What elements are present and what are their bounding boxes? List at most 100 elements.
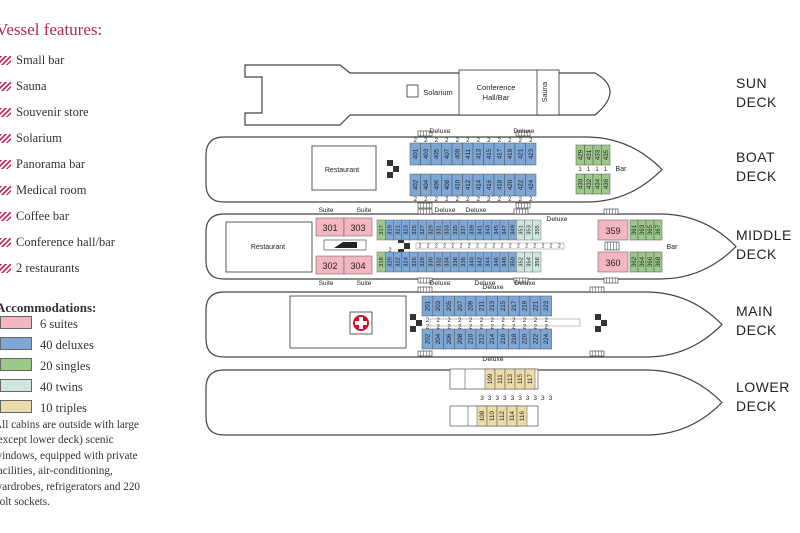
berth-count: 2 <box>435 244 438 250</box>
cabin-number: 219 <box>522 300 529 311</box>
medical-cross-icon <box>349 311 373 335</box>
bar-label: Bar <box>616 166 628 173</box>
berth-count: 2 <box>445 197 449 203</box>
berth-count: 2 <box>525 244 528 250</box>
deluxe-label: Deluxe <box>474 280 495 287</box>
berth-count: 2 <box>501 244 504 250</box>
berth-count: 1 <box>578 167 582 173</box>
cabin-number: 217 <box>511 300 518 311</box>
berth-count: 2 <box>469 325 473 331</box>
cabin-number: 318 <box>379 257 385 267</box>
berth-count: 2 <box>487 138 491 144</box>
hall-bar-label: Hall/Bar <box>483 93 510 102</box>
cabin-number: 114 <box>509 411 516 421</box>
hatch-icon <box>0 212 11 221</box>
cabin-number: 431 <box>586 149 593 160</box>
berth-count: 2 <box>458 325 462 331</box>
berth-count: 2 <box>534 325 538 331</box>
cross-h <box>355 321 367 325</box>
restaurant-label: Restaurant <box>251 244 285 251</box>
berth-count: 2 <box>545 318 549 324</box>
stairs-frame <box>589 350 605 357</box>
deluxe-label: Deluxe <box>482 284 503 291</box>
cabin-number: 402 <box>412 179 419 190</box>
cabin-number: 208 <box>457 333 464 344</box>
cabin-number: 414 <box>475 179 482 190</box>
stairs-icon <box>589 350 605 357</box>
berth-count: 1 <box>604 167 608 173</box>
features-title: Vessel features: <box>0 20 103 39</box>
feature-item: Sauna <box>0 78 47 94</box>
berth-count: 2 <box>468 244 471 250</box>
berth-count: 2 <box>414 197 418 203</box>
stairs-icon <box>417 350 433 357</box>
feature-item: Souvenir store <box>0 104 89 120</box>
cabin-number: 215 <box>500 300 507 311</box>
berth-count: 3 <box>488 395 492 402</box>
hatch-icon <box>0 160 11 169</box>
hatch-icon <box>0 56 11 65</box>
deluxe-label: Deluxe <box>429 128 450 135</box>
cabin-number: 221 <box>532 300 539 311</box>
berth-count: 2 <box>414 138 418 144</box>
cabin-number: 203 <box>435 300 442 311</box>
stairs-frame <box>513 277 529 284</box>
cabin-number: 342 <box>478 257 484 267</box>
berth-count: 3 <box>480 395 484 402</box>
cabin-number: 115 <box>517 374 524 384</box>
suite-cabin <box>597 251 629 273</box>
cabin-number: 317 <box>379 225 385 235</box>
cabin-number: 347 <box>502 225 508 235</box>
berth-count: 2 <box>466 197 470 203</box>
cabin-number: 337 <box>461 225 467 235</box>
stairs-icon <box>417 130 433 137</box>
berth-count: 2 <box>424 138 428 144</box>
color-swatch <box>0 316 32 329</box>
deluxe-label: Deluxe <box>434 207 455 214</box>
cabin-number: 338 <box>461 257 467 267</box>
accommodation-label: 40 twins <box>40 380 83 394</box>
stairs-frame <box>417 208 433 215</box>
berth-count: 2 <box>477 197 481 203</box>
berth-count: 1 <box>595 167 599 173</box>
lift-block <box>387 172 393 178</box>
berth-count: 2 <box>533 244 536 250</box>
lower-deck-hull <box>205 369 723 436</box>
cabin-number: 333 <box>445 225 451 235</box>
single-cabin <box>601 144 611 166</box>
stairs-icon <box>417 208 433 215</box>
berth-count: 2 <box>388 248 392 254</box>
bar-label: Bar <box>667 244 679 251</box>
berth-count: 2 <box>501 325 505 331</box>
feature-label: Coffee bar <box>16 209 69 223</box>
cabin-number: 408 <box>444 179 451 190</box>
berth-count: 2 <box>492 244 495 250</box>
stairs-icon <box>513 208 529 215</box>
berth-count: 2 <box>519 138 523 144</box>
suite-label: Suite <box>357 207 372 214</box>
elevator-icon <box>387 160 399 178</box>
feature-label: Medical room <box>16 183 87 197</box>
lift-block <box>387 160 393 166</box>
suite-cabin <box>343 255 373 275</box>
cabin-number: 359 <box>605 226 620 236</box>
berth-count: 2 <box>542 244 545 250</box>
berth-count: 3 <box>503 395 507 402</box>
berth-count: 2 <box>484 244 487 250</box>
berth-count: 2 <box>509 244 512 250</box>
cabin-number: 356 <box>535 257 541 267</box>
cabin-number: 224 <box>543 333 550 344</box>
cabin-number: 322 <box>396 257 402 267</box>
cabin-number: 353 <box>527 225 533 235</box>
cabin-number: 218 <box>511 333 518 344</box>
stairs-frame <box>515 130 531 137</box>
berth-count: 2 <box>550 244 553 250</box>
berth-count: 2 <box>512 318 516 324</box>
accommodation-item: 40 twins <box>0 379 83 395</box>
stairs-frame <box>603 277 619 284</box>
cabin-number: 410 <box>454 179 461 190</box>
cabin-number: 429 <box>577 149 584 160</box>
